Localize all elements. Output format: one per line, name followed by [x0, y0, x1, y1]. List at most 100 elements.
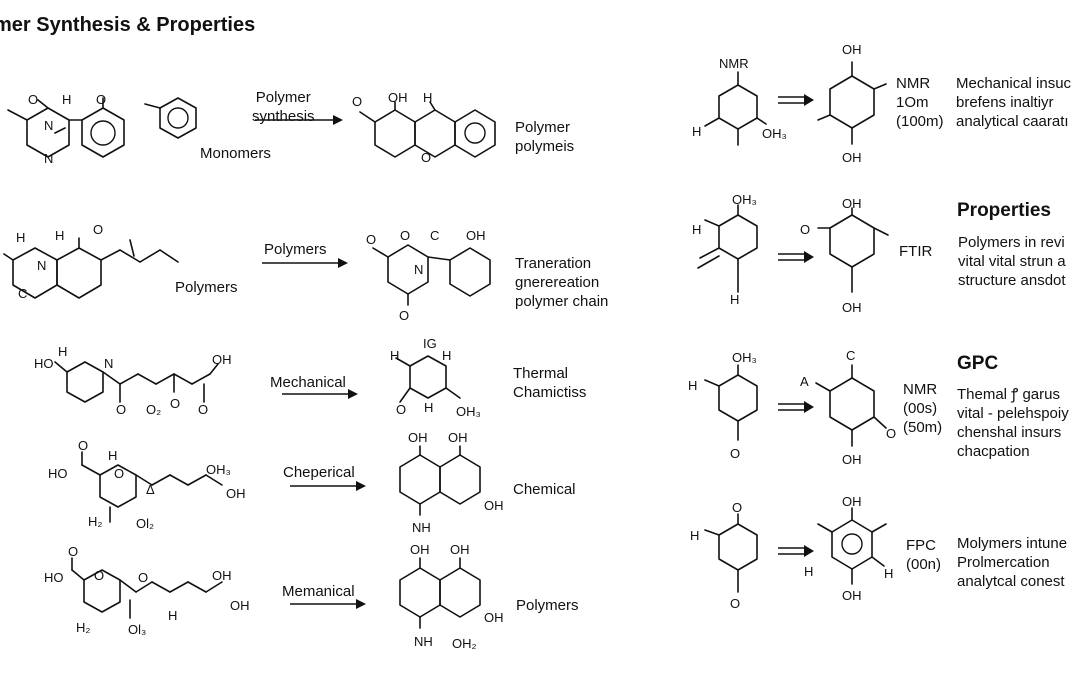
analysis-reactant-4: O H O: [690, 500, 758, 611]
arrow-label-1: Polymer synthesis: [252, 89, 315, 125]
svg-text:H: H: [692, 222, 701, 237]
svg-text:OH: OH: [230, 598, 250, 613]
svg-text:O: O: [352, 94, 362, 109]
svg-text:O: O: [800, 222, 810, 237]
product-label-5: Polymers: [516, 597, 579, 614]
technique-label-2: FTIR: [899, 243, 933, 260]
product-label-1: Polymer polymeis: [515, 119, 575, 155]
monomer-structure-2: [144, 97, 197, 139]
svg-text:H: H: [690, 528, 699, 543]
product-label-3: Thermal Chamictiss: [513, 365, 587, 401]
double-arrow-1: [778, 94, 814, 106]
svg-text:H: H: [688, 378, 697, 393]
svg-text:O: O: [399, 308, 409, 323]
technique-label-4: FPC (00n): [906, 537, 942, 573]
svg-text:Ol₂: Ol₂: [136, 516, 154, 531]
arrow-label-4: Cheperical: [283, 464, 355, 481]
svg-text:H: H: [692, 124, 701, 139]
svg-text:HO: HO: [34, 356, 54, 371]
gpc-heading: GPC: [957, 353, 999, 374]
analysis-reactant-3: OH₃ H O: [688, 350, 758, 461]
svg-text:N: N: [414, 262, 423, 277]
svg-text:O: O: [421, 150, 431, 165]
svg-text:H: H: [55, 228, 64, 243]
svg-text:OH: OH: [484, 610, 504, 625]
svg-text:O: O: [886, 426, 896, 441]
synthesis-arrow-1: [255, 115, 343, 125]
svg-text:H: H: [168, 608, 177, 623]
svg-text:O: O: [94, 568, 104, 583]
svg-text:C: C: [846, 348, 855, 363]
polymer-structure-1: O OH H O: [352, 90, 496, 165]
svg-text:OH: OH: [466, 228, 486, 243]
svg-text:HO: HO: [44, 570, 64, 585]
svg-text:H: H: [390, 348, 399, 363]
svg-text:NH: NH: [412, 520, 431, 535]
synthesis-arrow-2: [262, 258, 348, 268]
svg-text:O: O: [396, 402, 406, 417]
svg-text:OH₃: OH₃: [732, 350, 757, 365]
svg-text:O: O: [732, 500, 742, 515]
svg-text:O: O: [68, 544, 78, 559]
svg-text:O: O: [138, 570, 148, 585]
svg-text:H₂: H₂: [76, 620, 90, 635]
svg-text:Ol₃: Ol₃: [128, 622, 146, 637]
svg-text:O: O: [730, 446, 740, 461]
svg-text:H: H: [804, 564, 813, 579]
svg-text:H: H: [108, 448, 117, 463]
svg-text:OH: OH: [212, 568, 232, 583]
svg-text:H: H: [424, 400, 433, 415]
svg-text:OH₃: OH₃: [762, 126, 787, 141]
svg-text:O: O: [78, 438, 88, 453]
svg-text:H: H: [423, 90, 432, 105]
description-4: Molymers intune Prolmercation analytcal …: [957, 535, 1068, 590]
page-title: mer Synthesis & Properties: [0, 14, 256, 36]
svg-text:O: O: [170, 396, 180, 411]
svg-text:OH: OH: [842, 300, 862, 315]
svg-text:O₂: O₂: [146, 402, 161, 417]
svg-text:OH: OH: [212, 352, 232, 367]
synthesis-arrow-5: [290, 599, 366, 609]
analysis-product-4: OHH HOH: [804, 494, 893, 603]
svg-text:OH: OH: [226, 486, 246, 501]
description-1: Mechanical insuc brefens inaltiyr analyt…: [956, 75, 1072, 130]
svg-text:NMR: NMR: [719, 56, 749, 71]
product-label-4: Chemical: [513, 481, 576, 498]
svg-text:OH: OH: [388, 90, 408, 105]
svg-text:H: H: [442, 348, 451, 363]
polymer-product-2: O O C OH N O: [366, 228, 491, 323]
svg-text:O: O: [114, 466, 124, 481]
double-arrow-4: [778, 545, 814, 557]
technique-label-1: NMR 1Om (100m): [896, 75, 944, 130]
svg-text:OH: OH: [408, 430, 428, 445]
svg-text:OH: OH: [842, 452, 862, 467]
svg-text:HO: HO: [48, 466, 68, 481]
svg-text:OH: OH: [842, 42, 862, 57]
svg-text:IG: IG: [423, 336, 437, 351]
svg-text:C: C: [430, 228, 439, 243]
svg-text:O: O: [400, 228, 410, 243]
svg-text:OH: OH: [450, 542, 470, 557]
svg-text:OH₃: OH₃: [206, 462, 231, 477]
svg-text:O: O: [366, 232, 376, 247]
svg-text:OH: OH: [448, 430, 468, 445]
description-2: Polymers in revi vital vital strun a str…: [958, 234, 1066, 289]
svg-text:OH₃: OH₃: [732, 192, 757, 207]
svg-text:H₂: H₂: [88, 514, 102, 529]
svg-text:H: H: [58, 344, 67, 359]
svg-text:O: O: [96, 92, 106, 107]
svg-text:O: O: [116, 402, 126, 417]
monomers-label: Monomers: [200, 145, 271, 162]
svg-text:O: O: [730, 596, 740, 611]
